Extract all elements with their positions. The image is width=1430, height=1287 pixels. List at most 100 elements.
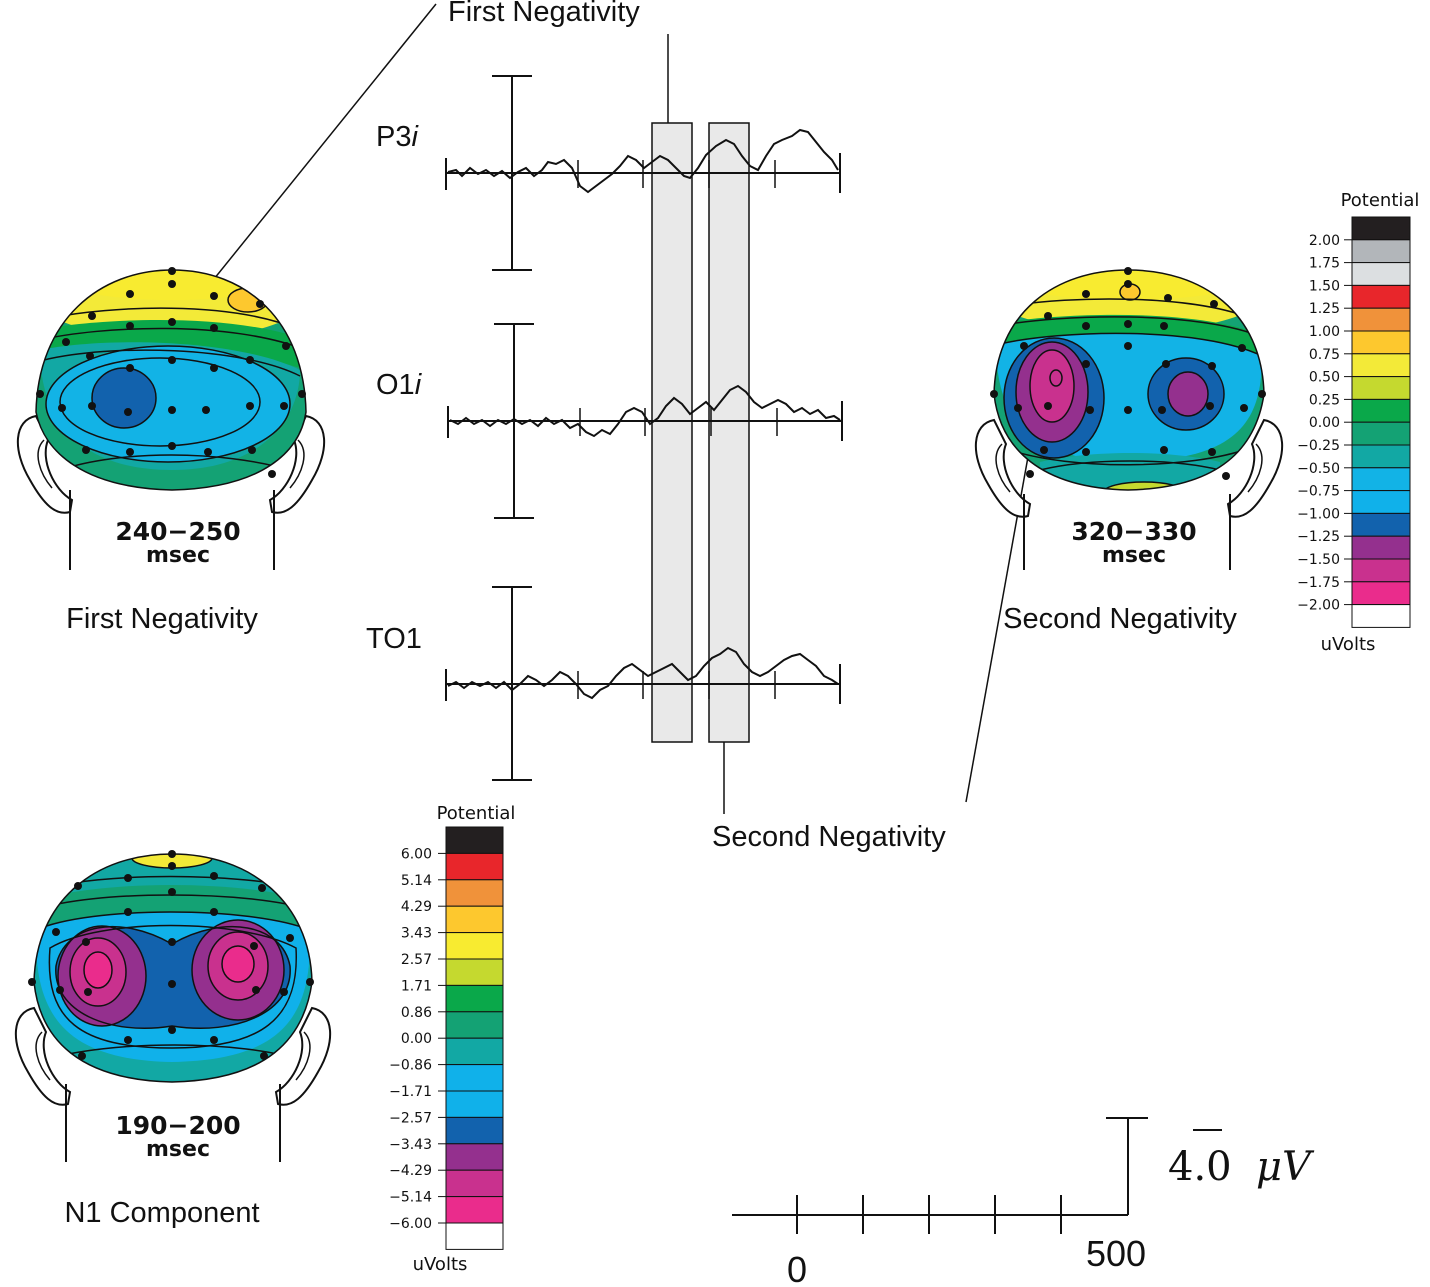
colorbar-tick-label: 5.14 [401, 873, 432, 889]
channel-to1: TO1 [366, 586, 841, 781]
time-unit-label: msec [1102, 543, 1166, 568]
colorbar-swatch [1351, 444, 1411, 469]
head-map-n1-component: 190−200 msec N1 Component [15, 850, 331, 1229]
colorbar-swatch [1351, 239, 1411, 264]
colorbar-tick-label: 2.57 [401, 952, 432, 968]
colorbar-swatch [1351, 512, 1411, 537]
colorbar-swatch [1351, 421, 1411, 446]
colorbar-tick-label: −1.71 [389, 1084, 432, 1100]
colorbar-tick-label: 4.29 [401, 899, 432, 915]
left-ear [15, 1006, 72, 1106]
erp-waveform [447, 128, 839, 194]
colorbar-swatch [1351, 535, 1411, 560]
time-unit-label: msec [146, 543, 210, 568]
colorbar-tick-label: 1.50 [1309, 278, 1340, 294]
colorbar-swatch [445, 852, 504, 881]
colorbar-tick-label: −1.75 [1297, 575, 1340, 591]
colorbar-swatch [445, 879, 504, 907]
time-scale-end: 500 [1086, 1233, 1146, 1274]
colorbar-swatch [1351, 581, 1411, 606]
erp-waveform [449, 384, 841, 438]
channel-o1i: O1i [376, 323, 843, 519]
colorbar-tick-label: 1.71 [401, 978, 432, 994]
colorbar-swatch [445, 1196, 504, 1224]
colorbar-title: Potential [437, 803, 516, 824]
colorbar-swatch [1351, 604, 1411, 628]
colorbar-swatch [445, 984, 504, 1013]
colorbar-tick-label: −5.14 [389, 1190, 432, 1206]
right-ear-inner [289, 439, 305, 489]
second-negativity-callout-label: Second Negativity [712, 821, 946, 853]
colorbar-tick-label: −3.43 [389, 1137, 432, 1153]
colorbar-swatch [1351, 467, 1411, 492]
colorbar-tick-label: −6.00 [389, 1216, 432, 1232]
colorbar-tick-label: −0.25 [1297, 438, 1340, 454]
first-negativity-window [651, 122, 693, 743]
time-unit-label: msec [146, 1137, 210, 1162]
colorbar-tick-label: 0.25 [1309, 392, 1340, 408]
time-window-label: 240−250 [115, 517, 240, 546]
colorbar-swatch [445, 905, 504, 934]
right-ear-inner [295, 1031, 311, 1081]
map-caption: First Negativity [66, 603, 258, 635]
head-map-first-negativity: 240−250 msec First Negativity [17, 267, 326, 635]
colorbar-tick-label: 1.25 [1309, 301, 1340, 317]
potential-map [34, 854, 312, 1082]
head-map-second-negativity: 320−330 msec Second Negativity [975, 267, 1283, 635]
electrode-dots [990, 267, 1266, 480]
amplitude-unit: μV [1256, 1144, 1315, 1190]
electrode-dots [28, 850, 314, 1060]
colorbar-swatch [445, 1090, 504, 1118]
colorbar-tick-label: −0.75 [1297, 484, 1340, 500]
colorbar-tick-label: 0.50 [1309, 370, 1340, 386]
electrode-dots [36, 267, 306, 478]
colorbar-tick-label: 0.00 [1309, 415, 1340, 431]
colorbar-tick-label: 0.00 [401, 1031, 432, 1047]
erp-channels: P3i O1i [366, 75, 843, 781]
colorbar-swatch [445, 1143, 504, 1171]
colorbar-swatch [1351, 330, 1411, 355]
first-negativity-callout-label: First Negativity [448, 0, 640, 28]
left-ear-inner [995, 443, 1011, 493]
colorbar-tick-label: −2.57 [389, 1110, 432, 1126]
colorbar-swatch [1351, 216, 1411, 241]
colorbar-swatch [445, 958, 504, 986]
left-ear [17, 414, 74, 514]
colorbar-tick-label: −1.25 [1297, 529, 1340, 545]
second-negativity-callout: Second Negativity [712, 389, 1041, 853]
colorbar-swatch [1351, 398, 1411, 423]
colorbar-swatch [445, 1011, 504, 1039]
colorbar-swatch [1351, 307, 1411, 332]
colorbar-swatch [1351, 376, 1411, 400]
time-amplitude-scale: 0 500 4.0 μV [732, 1117, 1315, 1287]
colorbar-tick-label: −1.00 [1297, 506, 1340, 522]
colorbar-unit: uVolts [1321, 634, 1376, 655]
colorbar-swatch [445, 1116, 504, 1145]
colorbar-swatch [1351, 262, 1411, 286]
colorbar-swatch [445, 1037, 504, 1066]
colorbar-tick-label: 1.75 [1309, 256, 1340, 272]
time-window-label: 190−200 [115, 1111, 240, 1140]
colorbar-small-range: Potential uVolts 2.001.751.501.251.000.7… [1297, 190, 1419, 655]
colorbar-swatch [1351, 284, 1411, 309]
time-scale-start: 0 [787, 1249, 807, 1287]
colorbar-tick-label: 0.75 [1309, 347, 1340, 363]
colorbar-tick-label: −4.29 [389, 1163, 432, 1179]
time-window-label: 320−330 [1071, 517, 1196, 546]
left-ear-inner [35, 1031, 51, 1081]
colorbar-tick-label: 6.00 [401, 846, 432, 862]
channel-p3i: P3i [376, 75, 841, 271]
map-caption: N1 Component [64, 1197, 259, 1229]
second-negativity-window [708, 122, 750, 743]
left-ear-inner [37, 439, 53, 489]
right-ear [274, 1006, 331, 1106]
colorbar-swatch [445, 826, 504, 854]
colorbar-tick-label: −0.50 [1297, 461, 1340, 477]
colorbar-swatch [1351, 558, 1411, 583]
colorbar-unit: uVolts [413, 1254, 468, 1275]
colorbar-tick-label: −2.00 [1297, 598, 1340, 614]
amplitude-value: 4.0 [1168, 1144, 1232, 1190]
colorbar-tick-label: −0.86 [389, 1058, 432, 1074]
channel-label: P3i [376, 121, 419, 153]
